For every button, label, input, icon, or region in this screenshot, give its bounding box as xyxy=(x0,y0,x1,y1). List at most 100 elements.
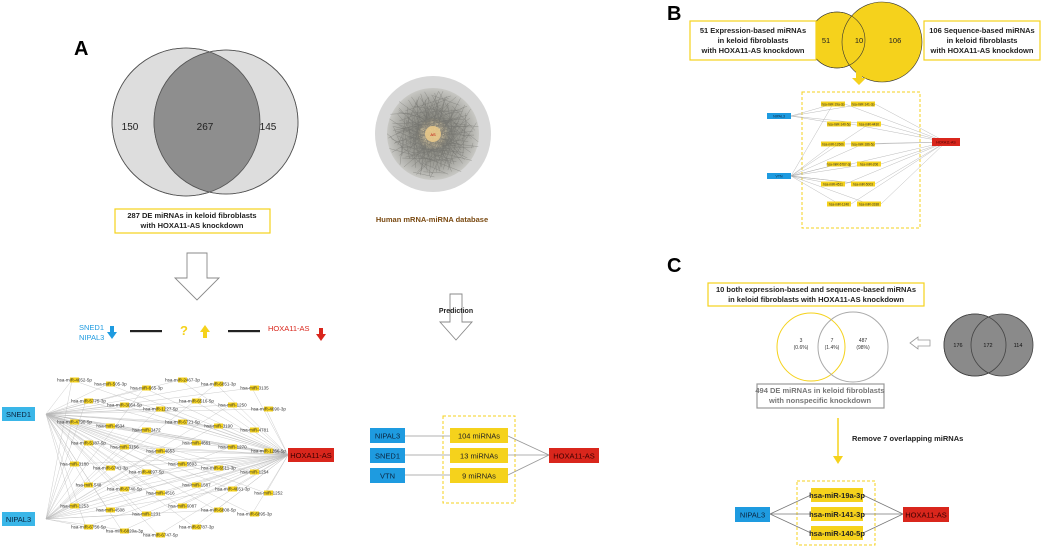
network-a-mirna-label: hsa-miR-3190 xyxy=(204,424,233,429)
network-a-mirna-node xyxy=(192,524,201,530)
network-a-mirna-node xyxy=(192,440,201,446)
de-caption-line2: with HOXA11-AS knockdown xyxy=(140,221,244,230)
prediction-count-13-label: 13 miRNAs xyxy=(460,452,498,461)
network-a-target-node xyxy=(288,448,334,462)
panel-c-top-caption-box xyxy=(707,282,925,307)
network-a-mirna-node xyxy=(70,461,79,467)
venn-c-dark-overlap: 172 xyxy=(983,343,992,349)
network-a-mirna-node xyxy=(84,398,93,404)
prediction-count-9-label: 9 miRNAs xyxy=(462,472,496,481)
network-a-mirna-node xyxy=(250,385,259,391)
network-b-mirna-node xyxy=(851,101,875,107)
network-a-mirna-node xyxy=(214,507,223,513)
panel-label-c: C xyxy=(667,255,681,277)
final-mirna-2-label: hsa-miR-141-3p xyxy=(809,510,865,519)
network-b-mirna-label: hsa-miR-5003 xyxy=(853,182,873,186)
network-a-mirna-label: hsa-miR-4697-5p xyxy=(129,470,164,475)
network-a-mirna-label: hsa-miR-3156 xyxy=(110,445,139,450)
prediction-gene-sned1 xyxy=(370,448,405,463)
network-a-gene-node xyxy=(2,407,35,421)
network-a: hsa-miR-4652-5phsa-miR-505-3phsa-miR-665… xyxy=(2,377,334,538)
network-a-mirna-label: hsa-miR-6740-5p xyxy=(107,487,142,492)
venn-c-overlap: 7 xyxy=(831,338,834,344)
dash-left xyxy=(130,330,162,333)
network-a-mirna-label: hsa-miR-4653 xyxy=(146,449,175,454)
prediction-gene-vtn-label: VTN xyxy=(380,472,395,481)
network-a-mirna-label: hsa-miR-6516-5p xyxy=(179,399,214,404)
final-network: NIPAL3 hsa-miR-19a-3p hsa-miR-141-3p hsa… xyxy=(735,480,949,546)
remove-label: Remove 7 overlapping miRNAs xyxy=(852,434,963,443)
network-b-mirna-label: hsa-miR-19a-3p xyxy=(822,102,845,106)
network-a-target-label: HOXA11-AS xyxy=(290,451,332,460)
network-a-mirna-node xyxy=(156,406,165,412)
network-a-mirna-label: hsa-miR-665-3p xyxy=(130,386,163,391)
venn-c-dark-left: 176 xyxy=(953,343,962,349)
network-a-mirna-node xyxy=(192,482,201,488)
relation-target: HOXA11-AS xyxy=(268,324,310,333)
network-b-gene-label: NIPAL3 xyxy=(773,115,785,119)
network-a-mirna-label: hsa-miR-3180 xyxy=(60,462,89,467)
venn-b-left-count: 51 xyxy=(822,36,830,45)
prediction-count-104 xyxy=(450,428,508,443)
network-a-mirna-label: hsa-miR-548 xyxy=(76,483,102,488)
prediction-dashed-box xyxy=(442,415,516,504)
network-a-mirna-node xyxy=(156,448,165,454)
venn-b-down-arrow xyxy=(852,72,866,85)
network-a-mirna-label: hsa-miR-5693 xyxy=(168,462,197,467)
network-a-mirna-node xyxy=(250,469,259,475)
network-a-mirna-node xyxy=(178,461,187,467)
network-a-mirna-label: hsa-miR-1253 xyxy=(60,504,89,509)
panel-label-a: A xyxy=(74,38,88,60)
network-a-mirna-label: hsa-miR-1266-5p xyxy=(251,449,286,454)
down-arrow-outline-left xyxy=(173,252,221,301)
network-a-mirna-node xyxy=(106,507,115,513)
network-a-mirna-node xyxy=(70,377,79,383)
network-a-mirna-label: hsa-miR-1254 xyxy=(240,470,269,475)
network-a-mirna-node xyxy=(228,402,237,408)
network-a-mirna-node xyxy=(214,465,223,471)
prediction-count-13 xyxy=(450,448,508,463)
network-a-mirna-label: hsa-miR-4661 xyxy=(182,441,211,446)
venn-c-overlap-pct: (1.4%) xyxy=(825,345,840,351)
network-b-mirna-label: hsa-miR-4511 xyxy=(823,182,843,186)
network-b-gene-node xyxy=(767,173,791,179)
network-b-mirna-node xyxy=(821,181,845,187)
down-arrow-outline-prediction xyxy=(438,293,474,341)
network-a-mirna-node xyxy=(214,423,223,429)
final-node-hoxa11as-label: HOXA11-AS xyxy=(905,511,947,520)
network-b-mirna-label: hsa-miR-6767-3p xyxy=(827,162,852,166)
venn-b-left-caption-box xyxy=(689,20,817,61)
venn-a: 150 267 145 xyxy=(111,47,299,197)
venn-b-left-caption-3: with HOXA11-AS knockdown xyxy=(701,46,805,55)
venn-b-overlap-count: 10 xyxy=(855,36,863,45)
network-a-mirna-label: hsa-miR-6741-3p xyxy=(93,466,128,471)
prediction-target-label: HOXA11-AS xyxy=(553,452,595,461)
network-a-mirna-node xyxy=(178,377,187,383)
network-a-mirna-label: hsa-miR-505-3p xyxy=(94,382,127,387)
network-b-target-node xyxy=(932,138,960,146)
relation-gene-nipal3: NIPAL3 xyxy=(79,333,104,342)
network-b-mirna-node xyxy=(821,101,845,107)
network-a-mirna-node xyxy=(264,448,273,454)
network-a-gene-node xyxy=(2,512,35,526)
network-a-gene-label: NIPAL3 xyxy=(6,515,31,524)
network-a-mirna-label: hsa-miR-6808-5p xyxy=(201,508,236,513)
network-a-mirna-label: hsa-miR-4534 xyxy=(96,424,125,429)
final-mirna-1-label: hsa-miR-19a-3p xyxy=(809,491,865,500)
network-a-mirna-label: hsa-miR-6787-3p xyxy=(179,525,214,530)
network-b-target-label: HOXA11-AS xyxy=(936,141,956,145)
network-a-mirna-node xyxy=(120,486,129,492)
venn-c-small: 3 (0.6%) 7 (1.4%) 487 (98%) xyxy=(776,311,889,383)
network-b-mirna-node xyxy=(821,141,845,147)
network-a-mirna-label: hsa-miR-6747-5p xyxy=(143,533,178,538)
network-a-mirna-node xyxy=(120,444,129,450)
network-a-mirna-node xyxy=(84,440,93,446)
prediction-gene-vtn xyxy=(370,468,405,483)
left-arrow-outline xyxy=(909,336,931,350)
network-a-mirna-label: hsa-miR-6721-5p xyxy=(165,420,200,425)
network-a-mirna-node xyxy=(250,427,259,433)
network-a-mirna-label: hsa-miR-6756-5p xyxy=(71,525,106,530)
network-b-mirna-label: hsa-miR-206 xyxy=(860,162,878,166)
network-a-mirna-label: hsa-miR-3472 xyxy=(132,428,161,433)
network-a-mirna-label: hsa-miR-6820a-3p xyxy=(106,529,144,534)
